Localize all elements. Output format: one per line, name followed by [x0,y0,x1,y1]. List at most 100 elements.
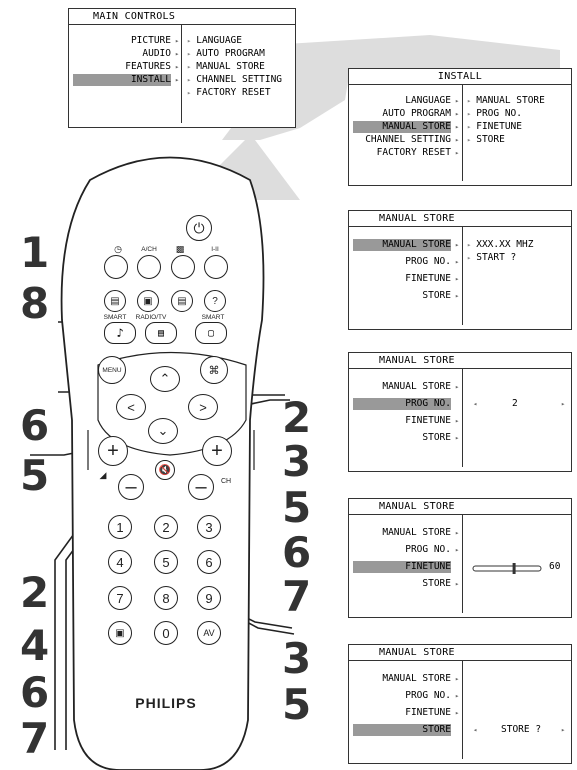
menu-item-manual-store[interactable]: MANUAL STORE [382,381,451,392]
chevron-left-icon[interactable]: ◂ [473,400,478,408]
av-button[interactable]: AV [197,621,221,645]
chevron-right-icon[interactable]: ▸ [561,726,566,734]
menu-item-finetune[interactable]: FINETUNE [405,273,451,284]
ach-button[interactable] [137,255,161,279]
menu-item-auto-program[interactable]: AUTO PROGRAM [382,108,451,119]
submenu-item[interactable]: ▸CHANNEL SETTING [187,74,283,85]
menu-item-manual-store[interactable]: MANUAL STORE [382,673,451,684]
step-number: 6 [20,668,50,717]
menu-item-store[interactable]: STORE [422,578,451,589]
menu-item-language[interactable]: LANGUAGE [405,95,451,106]
reveal-button[interactable]: ? [204,290,226,312]
digit-7-button[interactable]: 7 [108,586,132,610]
volume-up-button[interactable]: + [98,436,128,466]
main-controls-title: MAIN CONTROLS [69,9,295,25]
store-prompt[interactable]: STORE ? [501,724,542,735]
chevron-left-icon[interactable]: ◂ [473,726,478,734]
down-button[interactable]: ⌄ [148,418,178,444]
menu-item-finetune[interactable]: FINETUNE [405,415,451,426]
chevron-right-icon: ▸ [455,275,460,283]
digit-3-button[interactable]: 3 [197,515,221,539]
submenu-item[interactable]: ▸FINETUNE [467,121,522,132]
menu-item-prog-no[interactable]: PROG NO. [405,544,451,555]
menu-item-features[interactable]: FEATURES [125,61,171,72]
volume-down-button[interactable]: – [118,474,144,500]
chevron-right-icon[interactable]: ▸ [561,400,566,408]
manual-store-panel-1: MANUAL STORE MANUAL STORE PROG NO. FINET… [348,210,572,330]
menu-item-picture[interactable]: PICTURE [130,35,171,46]
menu-item-manual-store[interactable]: MANUAL STORE [353,121,451,133]
timer-button[interactable] [104,255,128,279]
menu-item-install[interactable]: INSTALL [73,74,171,86]
chevron-up-icon: ⌃ [159,371,171,386]
finetune-slider[interactable] [471,562,545,576]
chevron-right-icon: ▸ [455,546,460,554]
step-number: 4 [20,621,50,670]
volume-icon: ◢ [99,470,107,480]
channel-up-button[interactable]: + [202,436,232,466]
music-note-icon: ♪ [116,326,124,340]
digit-8-button[interactable]: 8 [154,586,178,610]
step-number: 8 [20,279,50,328]
digit-0-button[interactable]: 0 [154,621,178,645]
digit-9-button[interactable]: 9 [197,586,221,610]
chevron-right-icon: ▸ [455,97,460,105]
start-prompt[interactable]: ▸START ? [467,252,517,263]
smart-picture-button[interactable]: ▢ [195,322,227,344]
chevron-left-icon: < [127,399,135,415]
mute-button[interactable]: 🔇 [155,460,175,480]
surround-button[interactable]: ⌘ [200,356,228,384]
submenu-item[interactable]: ▸LANGUAGE [187,35,242,46]
screen-format-icon: ▩ [175,244,185,254]
radio-tv-button[interactable]: ▤ [145,322,177,344]
chevron-right-icon: ▸ [455,258,460,266]
submenu-item[interactable]: ▸PROG NO. [467,108,522,119]
format-button[interactable] [171,255,195,279]
submenu-item[interactable]: ▸MANUAL STORE [187,61,265,72]
submenu-item[interactable]: ▸STORE [467,134,505,145]
up-button[interactable]: ⌃ [150,366,180,392]
step-number: 6 [282,528,312,577]
menu-item-audio[interactable]: AUDIO [142,48,171,59]
chevron-right-icon: ▸ [455,149,460,157]
menu-item-prog-no[interactable]: PROG NO. [405,256,451,267]
digit-1-button[interactable]: 1 [108,515,132,539]
i-ii-button[interactable] [204,255,228,279]
teletext-button[interactable]: ▤ [104,290,126,312]
digit-5-button[interactable]: 5 [154,550,178,574]
channel-down-button[interactable]: – [188,474,214,500]
manual-store-title: MANUAL STORE [349,499,571,515]
menu-button[interactable]: MENU [98,356,126,384]
submenu-item[interactable]: ▸FACTORY RESET [187,87,271,98]
digit-6-button[interactable]: 6 [197,550,221,574]
install-title: INSTALL [349,69,571,85]
menu-item-store[interactable]: STORE [422,432,451,443]
menu-item-finetune[interactable]: FINETUNE [353,561,451,573]
menu-item-prog-no[interactable]: PROG NO. [405,690,451,701]
digit-2-button[interactable]: 2 [154,515,178,539]
menu-item-store[interactable]: STORE [422,290,451,301]
step-number: 7 [282,572,312,621]
submenu-item[interactable]: ▸AUTO PROGRAM [187,48,265,59]
step-number: 3 [282,634,312,683]
menu-item-store[interactable]: STORE [353,724,451,736]
screen-icon: ▢ [207,327,215,339]
smart-sound-button[interactable]: ♪ [104,322,136,344]
menu-item-finetune[interactable]: FINETUNE [405,707,451,718]
left-button[interactable]: < [116,394,146,420]
menu-item-prog-no[interactable]: PROG NO. [353,398,451,410]
menu-item-factory-reset[interactable]: FACTORY RESET [376,147,451,158]
mix-button[interactable]: ▣ [137,290,159,312]
menu-item-manual-store[interactable]: MANUAL STORE [353,239,451,251]
install-panel: INSTALL LANGUAGE AUTO PROGRAM MANUAL STO… [348,68,572,186]
chevron-right-icon: ▸ [455,110,460,118]
info-button[interactable]: ▣ [108,621,132,645]
power-button[interactable]: ⏻ [186,215,212,241]
right-button[interactable]: > [188,394,218,420]
digit-4-button[interactable]: 4 [108,550,132,574]
menu-item-channel-setting[interactable]: CHANNEL SETTING [365,134,451,145]
manual-store-title: MANUAL STORE [349,211,571,227]
teletext-off-button[interactable]: ▤ [171,290,193,312]
submenu-item[interactable]: ▸MANUAL STORE [467,95,545,106]
menu-item-manual-store[interactable]: MANUAL STORE [382,527,451,538]
